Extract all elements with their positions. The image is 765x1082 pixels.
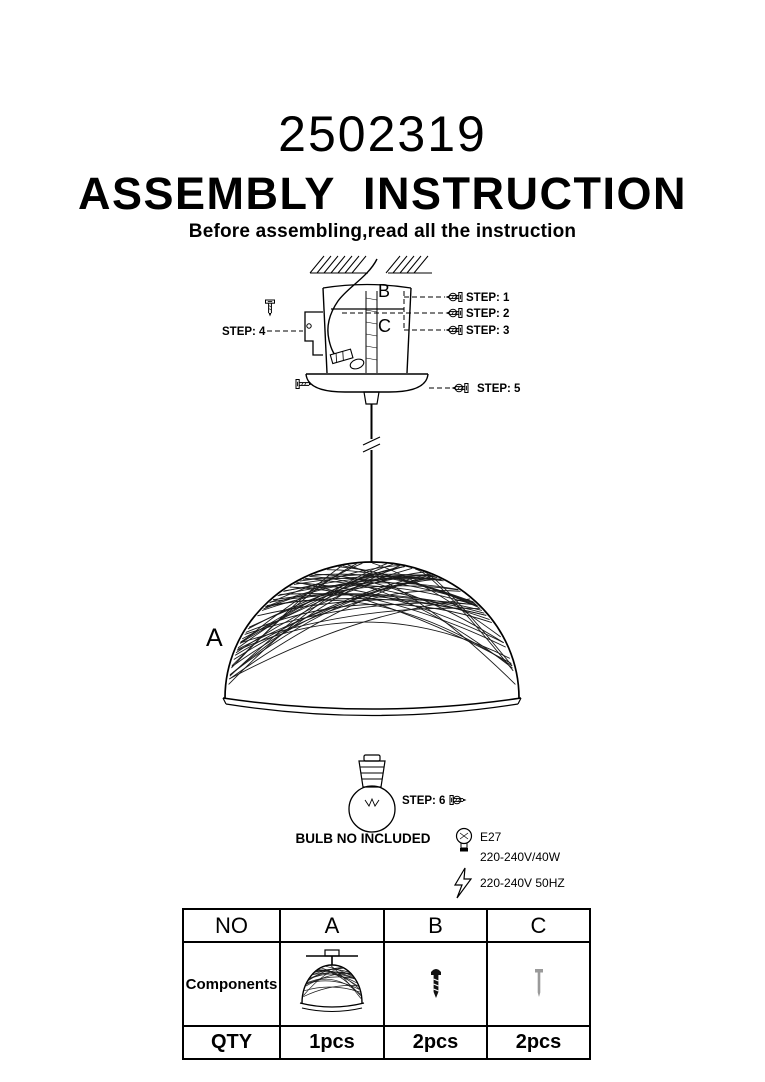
component-b-cell — [383, 941, 488, 1027]
components-row: Components — [182, 941, 591, 1027]
page-title: ASSEMBLY INSTRUCTION — [77, 167, 688, 219]
washer-icon — [448, 292, 458, 302]
component-a-cell — [279, 941, 385, 1027]
qty-a: 1pcs — [279, 1025, 385, 1060]
bulb-icon — [455, 827, 473, 852]
bulb-not-included-note: BULB NO INCLUDED — [296, 831, 431, 846]
label-part-a: A — [206, 624, 223, 652]
screw-icon-step4 — [265, 299, 275, 317]
label-part-b: B — [378, 281, 390, 301]
screw-icon-flange-left — [295, 379, 313, 389]
rod-break-mark — [362, 436, 381, 446]
washer-icon — [454, 383, 464, 393]
header-b: B — [383, 908, 488, 943]
bulb-drawing — [348, 754, 396, 833]
power-rating: 220-240V/40W — [480, 850, 561, 864]
screw-small-icon — [534, 969, 543, 997]
screw-icon-step3 — [445, 325, 463, 335]
power-cord — [327, 258, 378, 362]
step5-label: STEP: 5 — [477, 383, 521, 395]
header-c: C — [486, 908, 591, 943]
qty-c: 2pcs — [486, 1025, 591, 1060]
step2-label: STEP: 2 — [466, 308, 509, 320]
voltage-frequency: 220-240V 50HZ — [480, 876, 565, 890]
qty-label: QTY — [182, 1025, 281, 1060]
suspension-rod — [362, 404, 381, 563]
washer-icon — [448, 325, 458, 335]
leader-lines — [267, 291, 451, 389]
socket-type: E27 — [480, 830, 502, 844]
header-no: NO — [182, 908, 281, 943]
step6-label: STEP: 6 — [402, 795, 445, 807]
step3-label: STEP: 3 — [466, 325, 509, 337]
screw-icon-step2 — [445, 308, 463, 318]
table-header-row: NO A B C — [182, 908, 591, 943]
washer-icon — [452, 795, 462, 805]
label-part-c: C — [378, 316, 391, 336]
rod-break-mark — [362, 443, 381, 453]
lightning-icon — [453, 867, 473, 899]
mounting-bracket — [304, 311, 323, 356]
ceiling-plate — [305, 373, 429, 405]
pendant-lamp-icon — [299, 949, 365, 1012]
screw-bolt-icon — [430, 969, 441, 998]
washer-icon — [448, 308, 458, 318]
screw-icon-step1 — [445, 292, 463, 302]
wire-connector — [329, 348, 365, 370]
screw-icon-step5 — [451, 383, 469, 393]
screw-icon-step6 — [449, 795, 467, 805]
header: 2502319 ASSEMBLY INSTRUCTION Before asse… — [0, 0, 765, 243]
qty-b: 2pcs — [383, 1025, 488, 1060]
qty-row: QTY 1pcs 2pcs 2pcs — [182, 1025, 591, 1060]
step1-label: STEP: 1 — [466, 292, 510, 304]
header-a: A — [279, 908, 385, 943]
page-subtitle: Before assembling,read all the instructi… — [188, 220, 577, 242]
parts-table: NO A B C Components — [182, 908, 591, 1060]
ceiling-hatch — [309, 255, 429, 274]
components-label: Components — [182, 941, 281, 1027]
canopy — [322, 283, 412, 374]
step4-label: STEP: 4 — [222, 326, 266, 338]
component-c-cell — [486, 941, 591, 1027]
dome-weave-pattern — [228, 562, 516, 685]
lampshade-dome — [222, 561, 522, 717]
model-number: 2502319 — [278, 106, 487, 162]
